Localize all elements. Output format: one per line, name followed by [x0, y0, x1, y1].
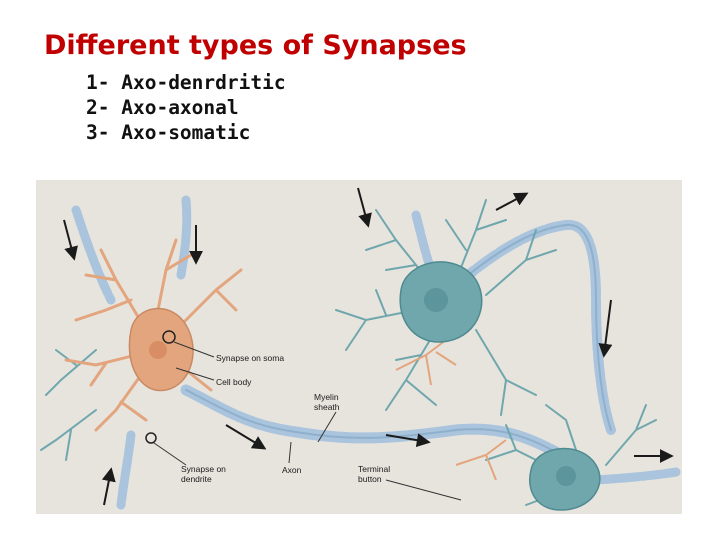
label-terminal: Terminal — [358, 464, 390, 474]
nucleus — [556, 466, 576, 486]
neuron-synapse-figure: Synapse on soma Cell body Myelin sheath … — [36, 180, 682, 514]
list-item: 1- Axo-denrdritic — [86, 70, 286, 95]
list-item-number: 2- — [86, 96, 110, 119]
direction-arrows — [63, 187, 674, 506]
list-item-text: Axo-somatic — [121, 121, 251, 144]
myelinated-axons — [71, 195, 681, 510]
label-leader-lines — [153, 341, 462, 501]
synapse-circle — [145, 432, 157, 444]
nucleus — [149, 341, 167, 359]
list-item-number: 1- — [86, 71, 110, 94]
list-item: 3- Axo-somatic — [86, 120, 286, 145]
label-dendrite: dendrite — [181, 474, 212, 484]
label-button: button — [358, 474, 382, 484]
blue-neuron-top — [399, 261, 483, 343]
label-myelin: Myelin — [314, 392, 339, 402]
label-synapse-on: Synapse on — [181, 464, 226, 474]
orange-neuron — [64, 238, 507, 481]
synapse-types-list: 1- Axo-denrdritic 2- Axo-axonal 3- Axo-s… — [86, 70, 286, 145]
synapse-circle — [162, 330, 176, 344]
list-item-text: Axo-denrdritic — [121, 71, 286, 94]
label-synapse-on-soma: Synapse on soma — [216, 353, 284, 363]
label-sheath: sheath — [314, 402, 340, 412]
slide-title: Different types of Synapses — [44, 30, 467, 61]
list-item-text: Axo-axonal — [121, 96, 239, 119]
blue-neuron-bottom — [529, 448, 601, 511]
neuron-illustration: Synapse on soma Cell body Myelin sheath … — [36, 180, 682, 514]
list-item: 2- Axo-axonal — [86, 95, 286, 120]
label-axon: Axon — [282, 465, 302, 475]
label-cell-body: Cell body — [216, 377, 252, 387]
nucleus — [424, 288, 448, 312]
list-item-number: 3- — [86, 121, 110, 144]
